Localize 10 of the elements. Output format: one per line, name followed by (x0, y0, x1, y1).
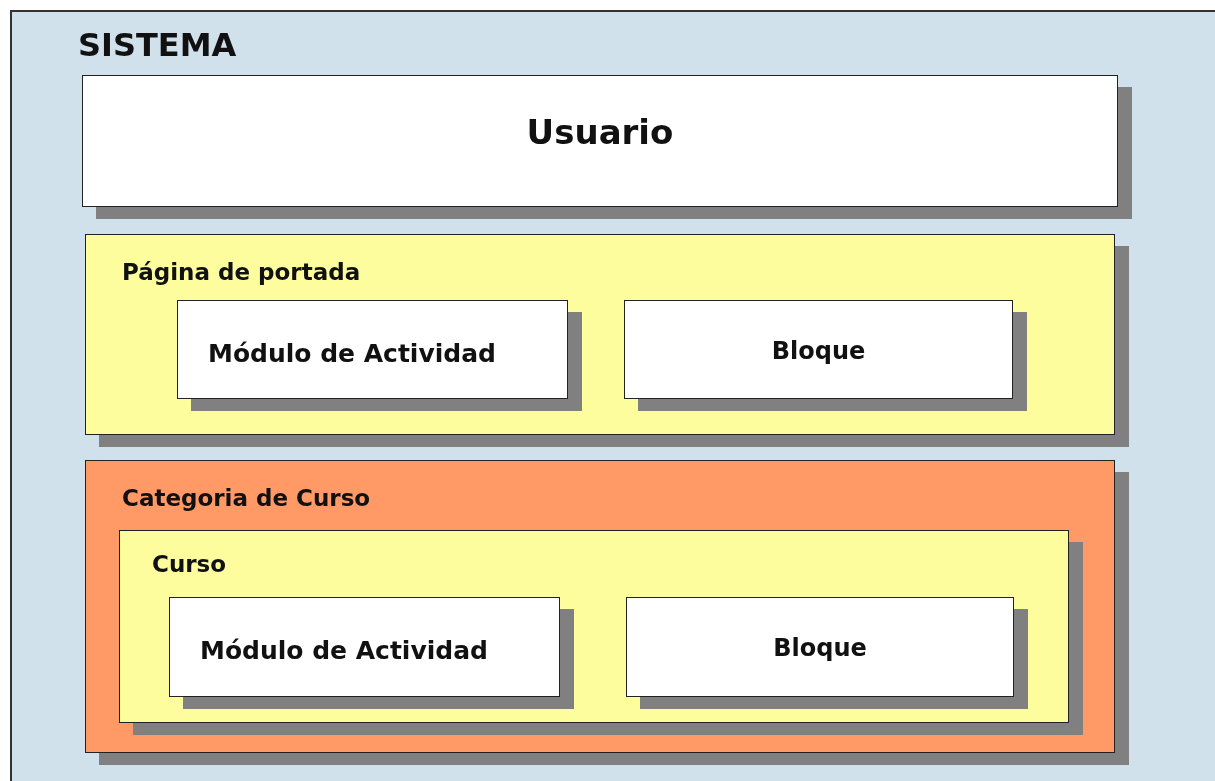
box-label: Módulo de Actividad (208, 339, 496, 368)
box-label: Bloque (772, 634, 868, 662)
box-label: Módulo de Actividad (200, 636, 488, 665)
system-panel (10, 10, 1215, 781)
box-label: SISTEMA (78, 26, 237, 64)
box-label: Curso (152, 551, 227, 577)
box-label: Usuario (525, 112, 675, 152)
box-label: Bloque (770, 337, 867, 365)
box-label: Página de portada (122, 259, 361, 285)
box-label: Categoria de Curso (122, 485, 371, 511)
